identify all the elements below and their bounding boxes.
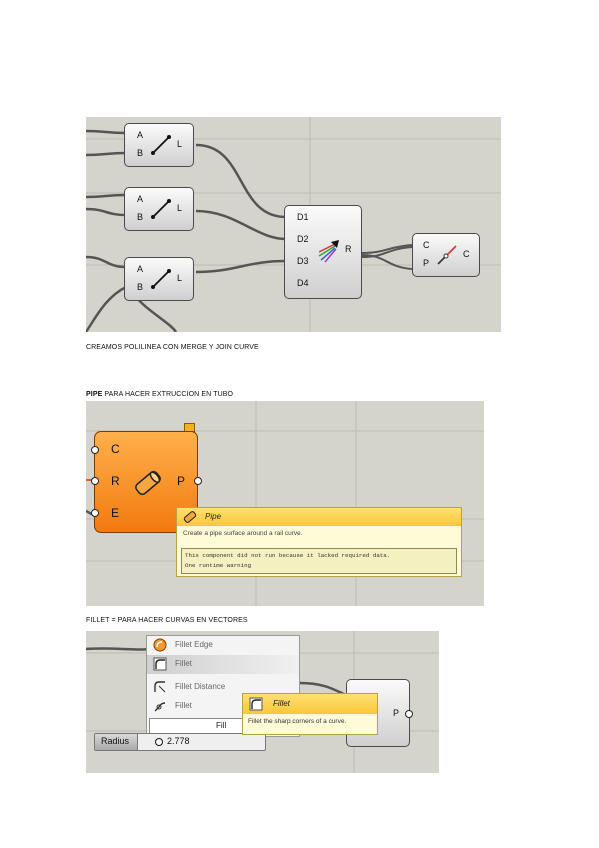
pipe-caption: PIPE PARA HACER EXTRUCCION EN TUBO	[86, 391, 233, 398]
line-node-2-input-b: B	[137, 212, 144, 222]
radius-label: Radius	[101, 736, 130, 746]
pipe-tooltip-warning: This component did not run because it la…	[181, 548, 457, 574]
merge-icon	[318, 240, 339, 263]
component-search-value: Fill	[216, 721, 227, 730]
fillet-tooltip: Fillet Fillet the sharp corners of a cur…	[242, 693, 378, 735]
pipe-warning-line-2: One runtime warning	[185, 562, 252, 569]
pipe-tooltip-header: Pipe	[177, 508, 461, 526]
join-curves-node[interactable]: C P C	[412, 233, 480, 277]
line-node-3[interactable]: A B L	[124, 257, 194, 301]
pipe-tooltip: Pipe Create a pipe surface around a rail…	[176, 507, 462, 577]
line-node-3-input-a: A	[137, 264, 144, 274]
menu-item-label: Fillet Edge	[175, 640, 213, 649]
pipe-input-r: R	[111, 474, 120, 488]
menu-item-fillet[interactable]: Fillet	[147, 655, 299, 674]
pipe-input-e: E	[111, 506, 120, 520]
radius-value: 2.778	[167, 736, 190, 746]
fillet-edge-icon	[153, 638, 167, 652]
merge-caption: CREAMOS POLILINEA CON MERGE Y JOIN CURVE	[86, 344, 259, 351]
fillet-tooltip-icon	[249, 697, 263, 711]
menu-item-label: Fillet	[175, 659, 192, 668]
line-node-1-output: L	[177, 139, 183, 149]
join-output-c: C	[463, 249, 470, 259]
fillet-output-p: P	[393, 708, 400, 718]
merge-input-d4: D4	[297, 278, 309, 288]
pipe-input-c: C	[111, 442, 120, 456]
pipe-node[interactable]: C R E P	[94, 431, 198, 533]
line-node-2-input-a: A	[137, 194, 144, 204]
line-icon	[151, 269, 171, 289]
pipe-caption-bold: PIPE	[86, 391, 103, 398]
line-node-2-output: L	[177, 203, 183, 213]
fillet-caption: FILLET = PARA HACER CURVAS EN VECTORES	[86, 617, 248, 624]
merge-input-d3: D3	[297, 256, 309, 266]
join-input-p: P	[423, 258, 430, 268]
join-input-c: C	[423, 240, 430, 250]
pipe-tooltip-description: Create a pipe surface around a rail curv…	[183, 530, 303, 537]
line-node-3-input-b: B	[137, 282, 144, 292]
menu-item-fillet-alt[interactable]: Fillet	[147, 697, 299, 716]
line-node-1[interactable]: A B L	[124, 123, 194, 167]
fillet-curve-icon	[153, 657, 167, 671]
pipe-output-grip[interactable]	[194, 477, 202, 485]
fillet-output-grip[interactable]	[405, 710, 413, 718]
pipe-input-r-grip[interactable]	[91, 477, 99, 485]
merge-output-r: R	[345, 244, 352, 254]
merge-input-d2: D2	[297, 234, 309, 244]
line-node-1-input-b: B	[137, 148, 144, 158]
fillet-tooltip-header: Fillet	[243, 694, 377, 714]
pipe-input-c-grip[interactable]	[91, 446, 99, 454]
menu-item-label: Fillet	[175, 701, 192, 710]
pipe-canvas-screenshot: C R E P Pipe Create a pipe surface aroun…	[86, 401, 484, 606]
pipe-caption-text: PARA HACER EXTRUCCION EN TUBO	[102, 391, 234, 398]
merge-input-d1: D1	[297, 212, 309, 222]
fillet-tooltip-title: Fillet	[273, 699, 290, 708]
merge-node[interactable]: D1 D2 D3 D4 R	[284, 205, 362, 299]
pipe-output-p: P	[177, 474, 186, 488]
pipe-input-e-grip[interactable]	[91, 509, 99, 517]
pipe-warning-line-1: This component did not run because it la…	[185, 552, 391, 559]
join-curve-icon	[437, 245, 457, 265]
menu-item-fillet-distance[interactable]: Fillet Distance	[147, 678, 299, 697]
fillet-canvas-screenshot: Fillet Edge Fillet Fillet Distance Fille…	[86, 631, 439, 773]
pipe-icon	[135, 470, 161, 496]
line-node-3-output: L	[177, 273, 183, 283]
pipe-tooltip-icon	[183, 511, 197, 523]
line-node-2[interactable]: A B L	[124, 187, 194, 231]
line-node-1-input-a: A	[137, 130, 144, 140]
radius-label-box: Radius	[95, 734, 138, 750]
radius-slider[interactable]: Radius 2.778	[94, 733, 266, 751]
menu-item-fillet-edge[interactable]: Fillet Edge	[147, 636, 299, 655]
pipe-tooltip-title: Pipe	[205, 512, 222, 521]
merge-canvas-screenshot: A B L A B L A B L D1 D2 D3 D4 R C P	[86, 117, 501, 332]
slider-knob[interactable]	[155, 738, 163, 746]
fillet-tooltip-description: Fillet the sharp corners of a curve.	[248, 718, 347, 725]
line-icon	[151, 135, 171, 155]
menu-item-label: Fillet Distance	[175, 682, 226, 691]
fillet-alt-icon	[154, 702, 166, 712]
fillet-distance-icon	[154, 681, 166, 693]
line-icon	[151, 199, 171, 219]
